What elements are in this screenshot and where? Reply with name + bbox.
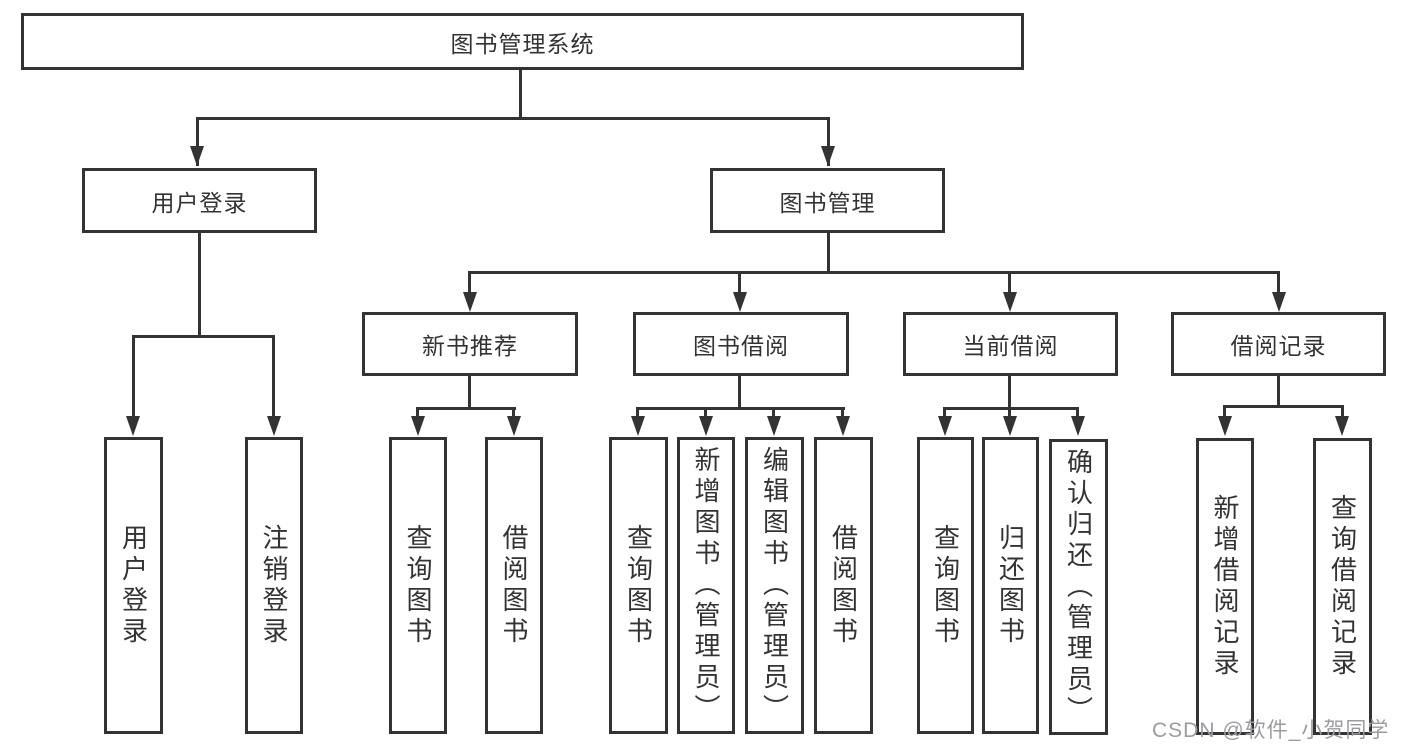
connector-root-stem [519,70,522,120]
node-label: 新增借阅记录 [1210,493,1240,680]
arrow-down-icon [1003,416,1017,436]
node-label: 新增图书（管理员） [691,446,721,725]
connector-leaf-stem [704,407,707,421]
connector-leaf-stem [1341,405,1344,421]
node-label: 当前借阅 [962,333,1059,359]
node-label: 查询图书 [403,523,433,648]
connector-leaf-stem [512,407,515,421]
node-label: 确认归还（管理员） [1063,447,1094,727]
node-book-borrow: 图书借阅 [633,312,849,376]
arrow-down-icon [1272,292,1286,312]
arrow-down-icon [463,292,477,312]
connector-book-mgmt-stem [827,117,830,166]
connector-leaf-stem [1008,407,1011,421]
connector-user-login-down [198,233,201,337]
node-leaf-confirm-return-admin: 确认归还（管理员） [1049,439,1108,735]
node-label: 用户登录 [151,189,248,216]
node-label: 用户登录 [118,523,149,648]
arrow-down-icon [631,416,645,436]
arrow-down-icon [938,416,952,436]
watermark-text: CSDN @软件_小贺同学 [1152,719,1390,742]
arrow-down-icon [267,416,281,436]
node-leaf-edit-books-admin: 编辑图书（管理员） [745,437,804,734]
arrow-down-icon [1003,292,1017,312]
node-leaf-borrow-books-2: 借阅图书 [814,437,873,734]
node-leaf-add-borrow-record: 新增借阅记录 [1196,438,1254,735]
node-leaf-user-login: 用户登录 [104,437,163,734]
connector-root-split [196,117,830,120]
node-leaf-query-borrow-record: 查询借阅记录 [1313,438,1372,735]
node-leaf-query-books-2: 查询图书 [609,437,668,734]
node-label: 查询图书 [930,523,961,648]
connector-leaf-stem [132,335,135,420]
node-label: 查询借阅记录 [1327,493,1358,680]
node-leaf-add-books-admin: 新增图书（管理员） [677,437,735,734]
node-label: 借阅记录 [1230,333,1327,359]
node-label: 归还图书 [995,523,1026,648]
connector-down [1277,376,1280,407]
node-label: 图书管理 [779,189,876,216]
node-leaf-query-books-1: 查询图书 [389,437,447,734]
arrow-down-icon [411,416,425,436]
csdn-watermark: CSDN @软件_小贺同学 [1152,714,1389,744]
arrow-down-icon [767,416,781,436]
connector-book-mgmt-down [827,233,830,273]
connector-down [1008,376,1011,409]
node-label: 注销登录 [259,523,289,648]
connector-down [468,376,471,409]
node-leaf-logout: 注销登录 [245,437,303,734]
node-label: 图书借阅 [693,333,789,359]
connector-leaf-stem [416,407,419,421]
connector-split [636,407,845,410]
node-label: 编辑图书（管理员） [759,446,790,725]
node-user-login: 用户登录 [82,168,317,233]
connector-leaf-stem [943,407,946,421]
arrow-down-icon [507,416,521,436]
connector-split [1223,405,1344,408]
node-label: 借阅图书 [499,523,529,648]
arrow-down-icon [699,416,713,436]
connector-l3-stem [1008,271,1011,296]
connector-leaf-stem [772,407,775,421]
node-borrow-records: 借阅记录 [1171,312,1386,376]
arrow-down-icon [1218,416,1232,436]
node-leaf-borrow-books-1: 借阅图书 [485,437,543,734]
connector-book-mgmt-split [468,271,1280,274]
arrow-down-icon [836,416,850,436]
node-book-management: 图书管理 [710,168,945,233]
arrow-down-icon [1335,416,1349,436]
node-label: 借阅图书 [828,523,859,648]
connector-l3-stem [1277,271,1280,296]
connector-leaf-stem [1223,405,1226,421]
node-leaf-query-books-3: 查询图书 [917,437,974,734]
connector-l3-stem [738,271,741,296]
connector-user-login-split [132,335,275,338]
connector-leaf-stem [841,407,844,421]
node-label: 查询图书 [623,523,654,648]
node-new-book-recommend: 新书推荐 [362,312,578,376]
arrow-down-icon [733,292,747,312]
connector-user-login-stem [196,117,199,166]
connector-down [738,376,741,409]
node-label: 新书推荐 [422,333,518,359]
node-label: 图书管理系统 [450,30,595,57]
connector-split [943,407,1079,410]
node-current-borrow: 当前借阅 [903,312,1118,376]
arrow-down-icon [821,146,835,166]
connector-split [416,407,516,410]
node-root-library-system: 图书管理系统 [21,13,1024,70]
connector-leaf-stem [1076,407,1079,421]
node-leaf-return-books: 归还图书 [982,437,1039,734]
connector-leaf-stem [272,335,275,420]
connector-l3-stem [468,271,471,296]
arrow-down-icon [190,146,204,166]
arrow-down-icon [1071,416,1085,436]
arrow-down-icon [126,416,140,436]
connector-leaf-stem [636,407,639,421]
